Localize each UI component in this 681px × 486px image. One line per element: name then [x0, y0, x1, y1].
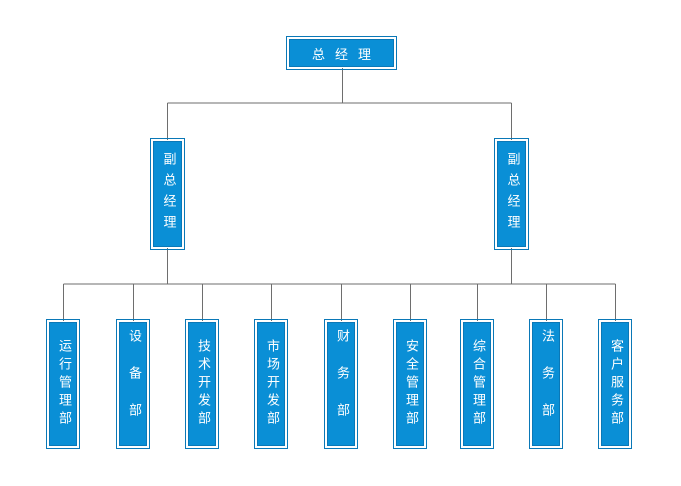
department-box-market-development: 市场开发部 [254, 319, 288, 449]
general-manager-box: 总经理 [286, 36, 397, 70]
department-label: 客户服务部 [608, 339, 623, 429]
department-label: 财务部 [334, 328, 349, 440]
department-label: 安全管理部 [403, 339, 418, 429]
deputy-manager-right-box: 副总经理 [494, 138, 529, 250]
department-box-general-affairs: 综合管理部 [460, 319, 494, 449]
department-label: 综合管理部 [470, 339, 485, 429]
deputy-manager-right-label: 副总经理 [504, 152, 520, 236]
department-box-customer-service: 客户服务部 [598, 319, 632, 449]
department-box-legal: 法务部 [529, 319, 563, 449]
general-manager-label: 总经理 [311, 47, 381, 63]
department-label: 法务部 [539, 328, 554, 440]
department-box-safety-management: 安全管理部 [393, 319, 427, 449]
department-box-tech-development: 技术开发部 [185, 319, 219, 449]
department-box-operations: 运行管理部 [46, 319, 80, 449]
department-label: 市场开发部 [264, 339, 279, 429]
department-box-finance: 财务部 [324, 319, 358, 449]
department-label: 设备部 [126, 328, 141, 440]
department-label: 技术开发部 [195, 339, 210, 429]
department-box-equipment: 设备部 [116, 319, 150, 449]
deputy-manager-left-label: 副总经理 [160, 152, 176, 236]
deputy-manager-left-box: 副总经理 [150, 138, 185, 250]
department-label: 运行管理部 [56, 339, 71, 429]
